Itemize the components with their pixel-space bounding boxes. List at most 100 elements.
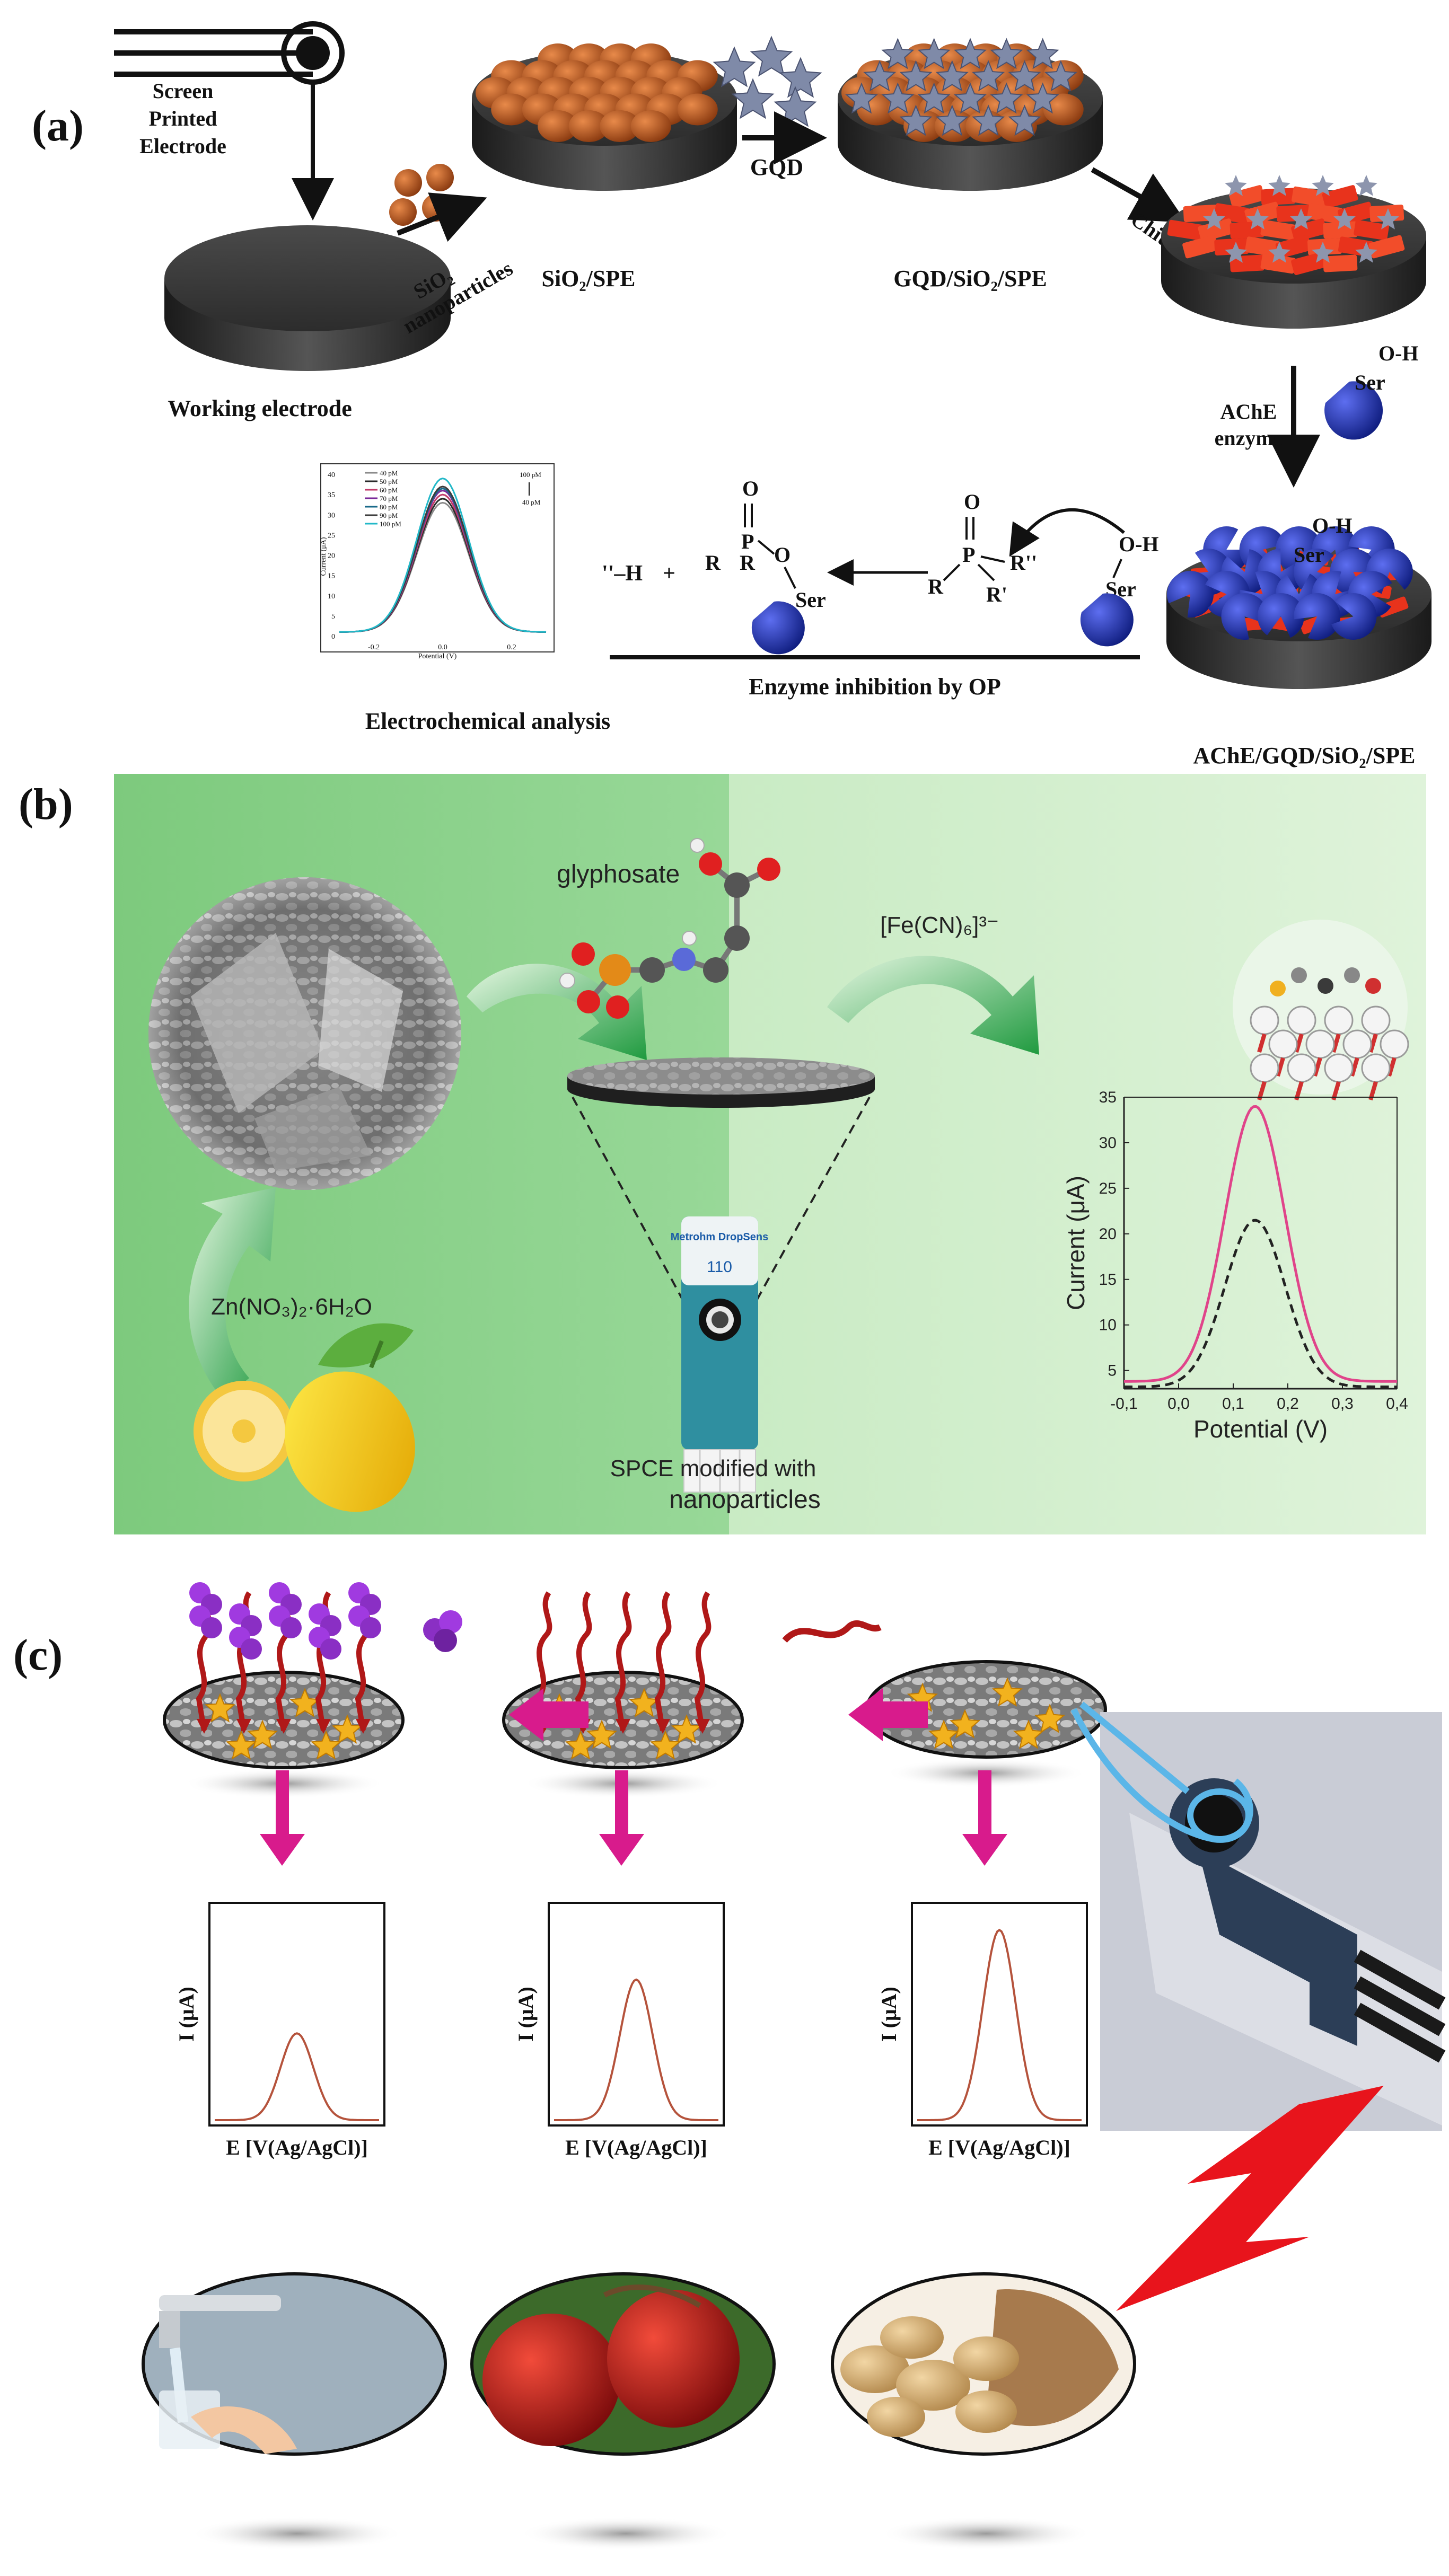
spe-label-line2: Printed: [149, 107, 217, 130]
gqd-star: [1268, 242, 1290, 263]
nano-star: [204, 1693, 236, 1723]
ache-enzyme: [1167, 571, 1214, 618]
ache-gqd-sio2-spe-label: AChE/GQD/SiO₂/SPE: [1193, 743, 1415, 769]
spce-label-line2: nanoparticles: [669, 1486, 821, 1514]
gqd-star: [881, 82, 915, 114]
gqd-sio2-spe-disc: [838, 38, 1103, 191]
arrow-electrode-to-chart: [827, 956, 1039, 1055]
gqd-star: [899, 104, 933, 136]
mini-chart-ylabel: Current (μA): [320, 537, 328, 576]
gqd-star: [1355, 242, 1377, 263]
ser-label-1: Ser: [1355, 370, 1385, 394]
lightning-bolt-icon: [1116, 2086, 1384, 2311]
chart-b-dashed-curve: [1124, 1219, 1397, 1389]
potato-image: [831, 2272, 1136, 2551]
electrode-number: 110: [707, 1258, 732, 1276]
modified-electrode-disc: [567, 1057, 875, 1312]
magenta-down-arrows: [260, 1770, 1007, 1866]
chart-c-ylabel: I (μA): [877, 1987, 901, 2042]
chart-c-frame: [911, 1902, 1088, 2127]
chitosan-flake: [1261, 188, 1296, 206]
reaction-p-right: P: [962, 543, 975, 567]
panel-b-right-bg: [729, 774, 1426, 1534]
atom-white: [1250, 1053, 1279, 1083]
gqd-star: [1026, 82, 1059, 114]
chitosan-flake: [1323, 254, 1358, 272]
chitosan-flake: [1198, 218, 1234, 242]
lemon-image: [194, 1323, 415, 1512]
atom-white: [1324, 1005, 1354, 1035]
atom-white: [1287, 1053, 1316, 1083]
chart-b-solid-curve: [1124, 1105, 1397, 1383]
oh-label-3: O-H: [1119, 532, 1159, 556]
enzyme-inhibition-label: Enzyme inhibition by OP: [749, 674, 1001, 700]
atom-white: [1250, 1005, 1279, 1035]
ache-enzyme: [1330, 549, 1377, 596]
mini-chart-ytick: 10: [328, 593, 335, 601]
aptamer-strand: [694, 1591, 712, 1731]
chitosan-flake: [1182, 235, 1218, 259]
aptamer-strand: [654, 1591, 672, 1731]
sio2-particle: [538, 110, 578, 142]
gqd-star: [972, 60, 1005, 92]
aptamer-anchor: [316, 1719, 331, 1734]
mini-chart-ytick: 0: [331, 633, 335, 641]
down-arrow-3: [962, 1770, 1007, 1866]
chart-b-ytick-label: 10: [1099, 1317, 1117, 1334]
free-ache-icon: [1080, 593, 1134, 647]
chart-b-xtick-label: 0,3: [1331, 1395, 1354, 1413]
ser-label-2: Ser: [1294, 543, 1324, 567]
sio2-particle: [630, 110, 671, 142]
gqd-star: [899, 60, 933, 92]
chitosan-flake: [1368, 235, 1405, 259]
chart-c-ylabel: I (μA): [174, 1987, 198, 2042]
chitosan-flake: [1307, 203, 1343, 224]
nano-star: [1013, 1719, 1044, 1749]
spce-strip: [681, 1216, 758, 1493]
chart-c-xlabel: E [V(Ag/AgCl)]: [226, 2136, 368, 2159]
arrow-to-sio2-spe: [397, 192, 487, 242]
spe-wires: [114, 21, 345, 220]
mini-chart-arrow-top: 100 pM: [520, 471, 541, 479]
gqd-star-icon: [750, 36, 793, 77]
mini-chart-ytick: 20: [328, 552, 335, 560]
atom-bond: [1331, 1033, 1341, 1053]
inhibited-ache-icon: [751, 601, 805, 655]
atom-adsorbate: [1318, 978, 1333, 994]
step-arrow-1: [509, 1688, 589, 1741]
atom-white: [1324, 1053, 1354, 1083]
chart-b-xtick-label: 0,2: [1277, 1395, 1299, 1413]
chart-b-xtick-label: 0,1: [1222, 1395, 1244, 1413]
gqd-star: [1008, 60, 1041, 92]
nano-star: [247, 1719, 278, 1749]
mini-chart-series-line: [339, 478, 547, 633]
gqd-star: [1008, 104, 1041, 136]
glyphosate-molecule: [559, 838, 780, 1019]
down-arrow-2: [599, 1770, 644, 1866]
electrochemical-analysis-label: Electrochemical analysis: [365, 708, 610, 734]
sio2-particle: [491, 93, 532, 126]
panel-b-label: (b): [19, 780, 73, 829]
panel-a-label: (a): [32, 101, 84, 151]
sio2-particle: [600, 110, 640, 142]
sio2-spe-label: SiO₂/SPE: [541, 266, 635, 292]
chart-b-xtick-label: 0,4: [1386, 1395, 1408, 1413]
chart-c-curve: [215, 2032, 379, 2121]
gqd-star-icon: [779, 57, 822, 98]
reaction-o-right: O: [964, 490, 980, 514]
atom-bond: [1387, 1057, 1397, 1077]
antibody-bead: [320, 1638, 341, 1660]
nano-star: [586, 1719, 618, 1749]
mini-chart-arrow-bottom: 40 pM: [522, 498, 541, 506]
chart-b-ytick-label: 15: [1099, 1271, 1117, 1289]
electrode-brand: Metrohm DropSens: [671, 1231, 768, 1243]
nano-star: [949, 1709, 981, 1739]
mini-chart-legend-entry: 40 pM: [380, 469, 398, 477]
gqd-star: [1044, 60, 1077, 92]
free-antibody-icon: [423, 1610, 462, 1652]
atom-bond: [1276, 1057, 1285, 1077]
spe-label-line1: Screen: [153, 79, 214, 103]
antibody-bead: [241, 1638, 262, 1660]
ache-enzyme-icon: [1324, 381, 1383, 440]
chitosan-flake: [1167, 219, 1203, 241]
